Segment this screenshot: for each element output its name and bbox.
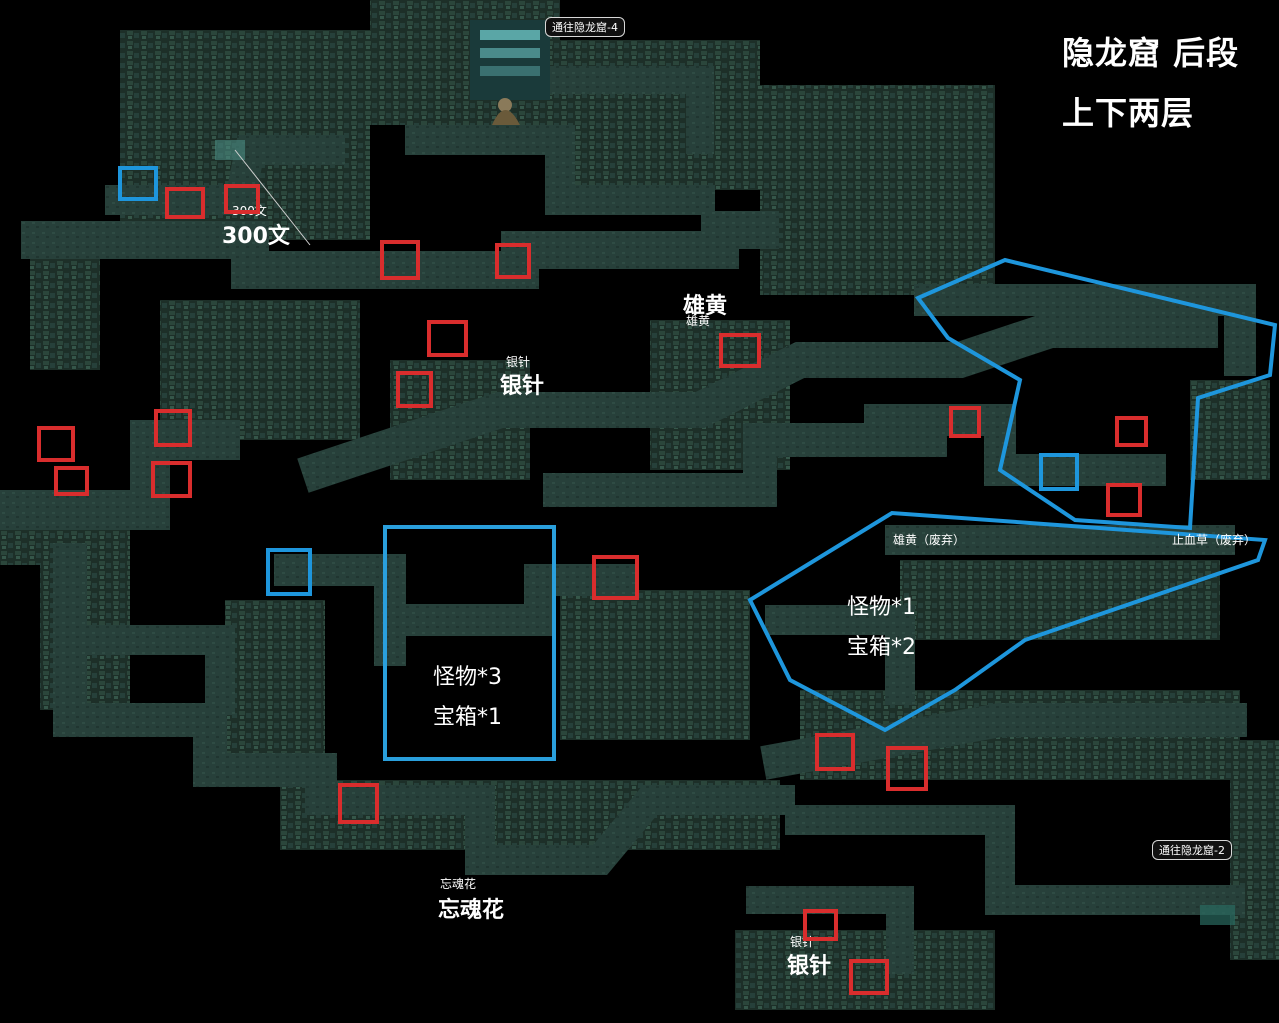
- chest-marker[interactable]: [37, 426, 75, 462]
- chest-marker[interactable]: [154, 409, 192, 447]
- money-label: 300文: [222, 224, 290, 249]
- exit-sign-top[interactable]: 通往隐龙窟-4: [545, 17, 625, 37]
- silver-needle-label-1: 银针: [500, 374, 545, 399]
- chest-marker[interactable]: [1106, 483, 1142, 517]
- chest-marker[interactable]: [719, 333, 761, 368]
- chest-marker[interactable]: [165, 187, 205, 219]
- forget-flower-small: 忘魂花: [440, 877, 477, 891]
- exit-sign-right[interactable]: 通往隐龙窟-2: [1152, 840, 1232, 860]
- monster-marker[interactable]: [1039, 453, 1079, 491]
- zone-right-upper-outline: [914, 257, 1278, 531]
- chest-marker[interactable]: [151, 461, 192, 498]
- silver-needle-label-2: 银针: [787, 954, 832, 979]
- silver-needle-1-small: 银针: [506, 355, 531, 369]
- chest-marker[interactable]: [592, 555, 639, 600]
- zone-right-chests: 宝箱*2: [847, 635, 916, 660]
- exit-stairs-top[interactable]: [470, 20, 550, 125]
- chest-marker[interactable]: [803, 909, 838, 941]
- zone-left-monsters: 怪物*3: [433, 665, 502, 690]
- map-title: 隐龙窟 后段: [1062, 34, 1240, 72]
- chest-marker[interactable]: [396, 371, 433, 408]
- zone-right-lower-outline: [747, 510, 1268, 733]
- chest-marker[interactable]: [886, 746, 928, 791]
- chest-marker[interactable]: [224, 184, 260, 214]
- realgar-label-1-small: 雄黄: [686, 314, 711, 328]
- hemostatic-discarded-label: 止血草（废弃）: [1172, 533, 1257, 547]
- zone-left-chests: 宝箱*1: [433, 705, 502, 730]
- realgar-discarded-label: 雄黄（废弃）: [893, 533, 966, 547]
- map-subtitle: 上下两层: [1062, 94, 1195, 132]
- exit-glow-right[interactable]: [1200, 905, 1235, 925]
- chest-marker[interactable]: [427, 320, 468, 357]
- chest-marker[interactable]: [338, 783, 379, 824]
- chest-marker[interactable]: [380, 240, 420, 280]
- monster-marker[interactable]: [118, 166, 158, 201]
- zone-left-outline: [383, 525, 556, 761]
- zone-right-monsters: 怪物*1: [847, 595, 916, 620]
- chest-marker[interactable]: [815, 733, 855, 771]
- realgar-label-1: 雄黄: [683, 294, 728, 319]
- chest-marker[interactable]: [849, 959, 889, 995]
- chest-marker[interactable]: [1115, 416, 1148, 447]
- exit-glow-left[interactable]: [215, 140, 311, 246]
- chest-marker[interactable]: [54, 466, 89, 496]
- forget-flower-label: 忘魂花: [438, 898, 505, 923]
- chest-marker[interactable]: [495, 243, 531, 279]
- monster-marker[interactable]: [266, 548, 312, 596]
- chest-marker[interactable]: [949, 406, 981, 438]
